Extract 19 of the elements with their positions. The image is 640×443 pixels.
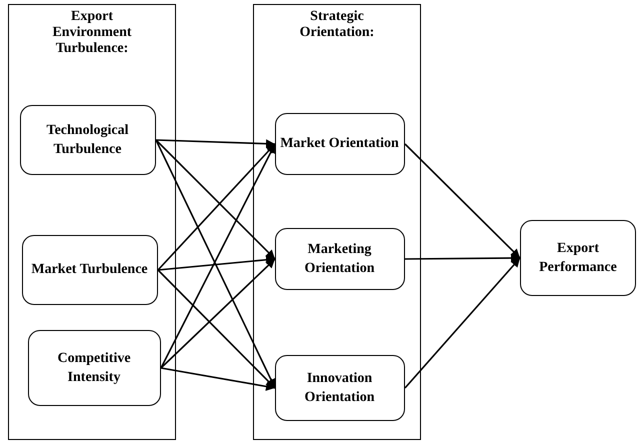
arrow (160, 258, 276, 369)
group-panel (8, 4, 176, 440)
arrow (156, 139, 276, 148)
process-box: Market Orientation (274, 112, 404, 174)
arrow (160, 367, 276, 391)
process-box: Competitive Intensity (28, 330, 160, 406)
arrow (404, 143, 521, 259)
arrow (158, 255, 276, 271)
process-box: Market Turbulence (22, 234, 158, 304)
process-box: Innovation Orientation (274, 354, 404, 420)
process-box: Technological Turbulence (20, 104, 156, 174)
group-title: Strategic Orientation: (298, 9, 376, 41)
group-title: Export Environment Turbulence: (51, 9, 133, 57)
process-box: Export Performance (520, 220, 636, 296)
process-box: Marketing Orientation (274, 228, 404, 290)
arrow (157, 269, 276, 389)
group-panel (253, 4, 421, 440)
arrow (404, 257, 521, 389)
arrow (405, 254, 520, 263)
